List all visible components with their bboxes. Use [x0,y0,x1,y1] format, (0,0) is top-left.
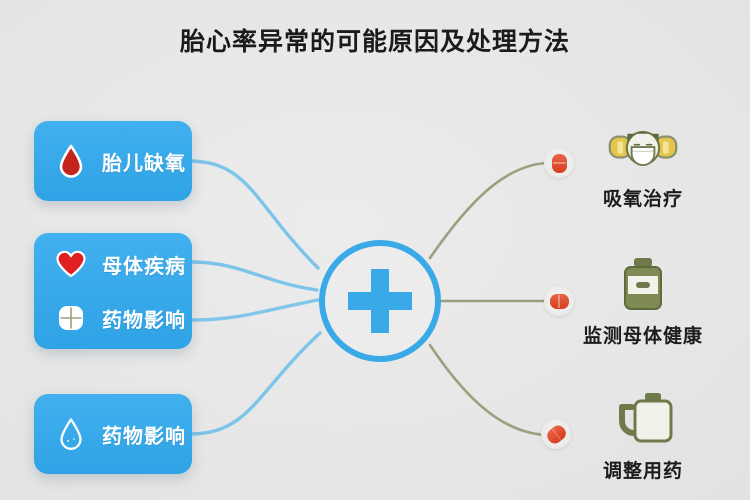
treatment-label: 监测母体健康 [582,326,703,347]
cause-label: 母体疾病 [102,255,186,278]
center-hub[interactable] [319,240,441,362]
capsule-pill-icon [551,153,567,173]
medicine-bottle-icon [606,255,680,315]
heart-icon [54,245,88,283]
blood-drop-icon [54,142,88,180]
capsule-pill-icon [549,293,569,309]
cause-card-1[interactable]: 胎儿缺氧 [34,121,192,201]
cause-item-fetal-hypoxia[interactable]: 胎儿缺氧 [34,134,192,188]
wire-cause-2 [190,260,319,292]
wire-cause-1 [190,159,320,270]
wire-treatment-3 [428,343,547,437]
treatment-monitor-maternal-health[interactable]: 监测母体健康 [548,255,738,348]
water-drop-outline-icon [54,415,88,453]
cause-label: 胎儿缺氧 [102,152,186,175]
page-title: 胎心率异常的可能原因及处理方法 [179,28,570,56]
node-marker-1 [544,148,574,178]
cause-item-drug-effect-2[interactable]: 药物影响 [34,407,192,461]
node-marker-3 [541,419,571,449]
wire-cause-4 [190,331,322,436]
treatment-label: 吸氧治疗 [602,189,683,210]
cause-label: 药物影响 [102,425,186,448]
treatment-label: 调整用药 [602,461,683,482]
wire-cause-3 [190,298,320,322]
tablet-pill-icon [54,299,88,337]
cause-card-3[interactable]: 药物影响 [34,394,192,474]
treatment-oxygen-therapy[interactable]: 吸氧治疗 [548,118,738,211]
node-marker-2 [544,286,574,316]
wire-treatment-1 [428,161,548,260]
pill-jar-icon [606,390,680,450]
cause-item-maternal-disease[interactable]: 母体疾病 [34,237,192,291]
cause-label: 药物影响 [102,309,186,332]
cause-card-2[interactable]: 母体疾病 药物影响 [34,233,192,349]
oxygen-mask-icon [606,118,680,178]
plus-cross-icon [348,269,412,333]
treatment-adjust-medication[interactable]: 调整用药 [548,390,738,483]
cause-item-drug-effect[interactable]: 药物影响 [34,291,192,345]
